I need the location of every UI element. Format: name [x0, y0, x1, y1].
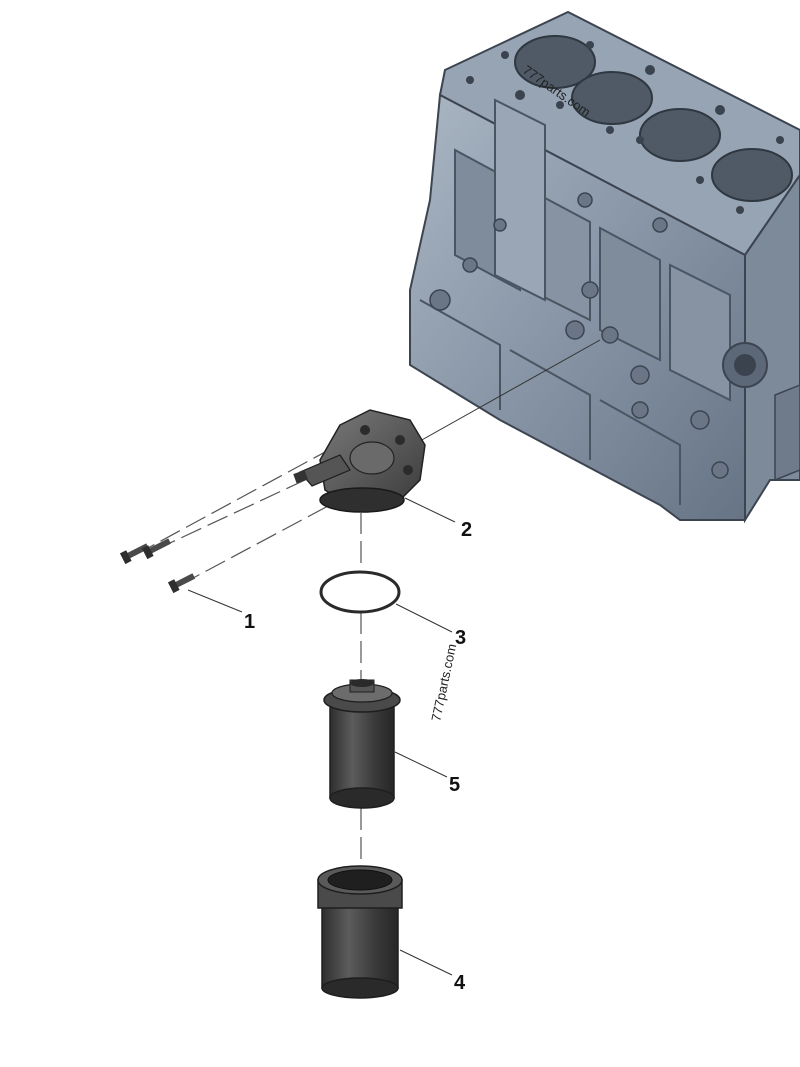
o-ring — [319, 570, 401, 614]
callout-4: 4 — [454, 972, 466, 994]
callout-leaders — [187, 497, 456, 976]
filter-housing — [293, 409, 426, 513]
filter-element — [323, 679, 401, 809]
callout-5: 5 — [449, 774, 460, 796]
bolt-parts — [119, 538, 196, 594]
callout-3: 3 — [455, 627, 466, 649]
watermark-middle: 777parts.com — [428, 642, 459, 722]
filter-bowl — [317, 865, 403, 999]
engine-block — [409, 10, 800, 524]
housing-to-block-line — [394, 339, 601, 456]
callout-2: 2 — [461, 519, 472, 541]
callout-1: 1 — [244, 611, 255, 633]
